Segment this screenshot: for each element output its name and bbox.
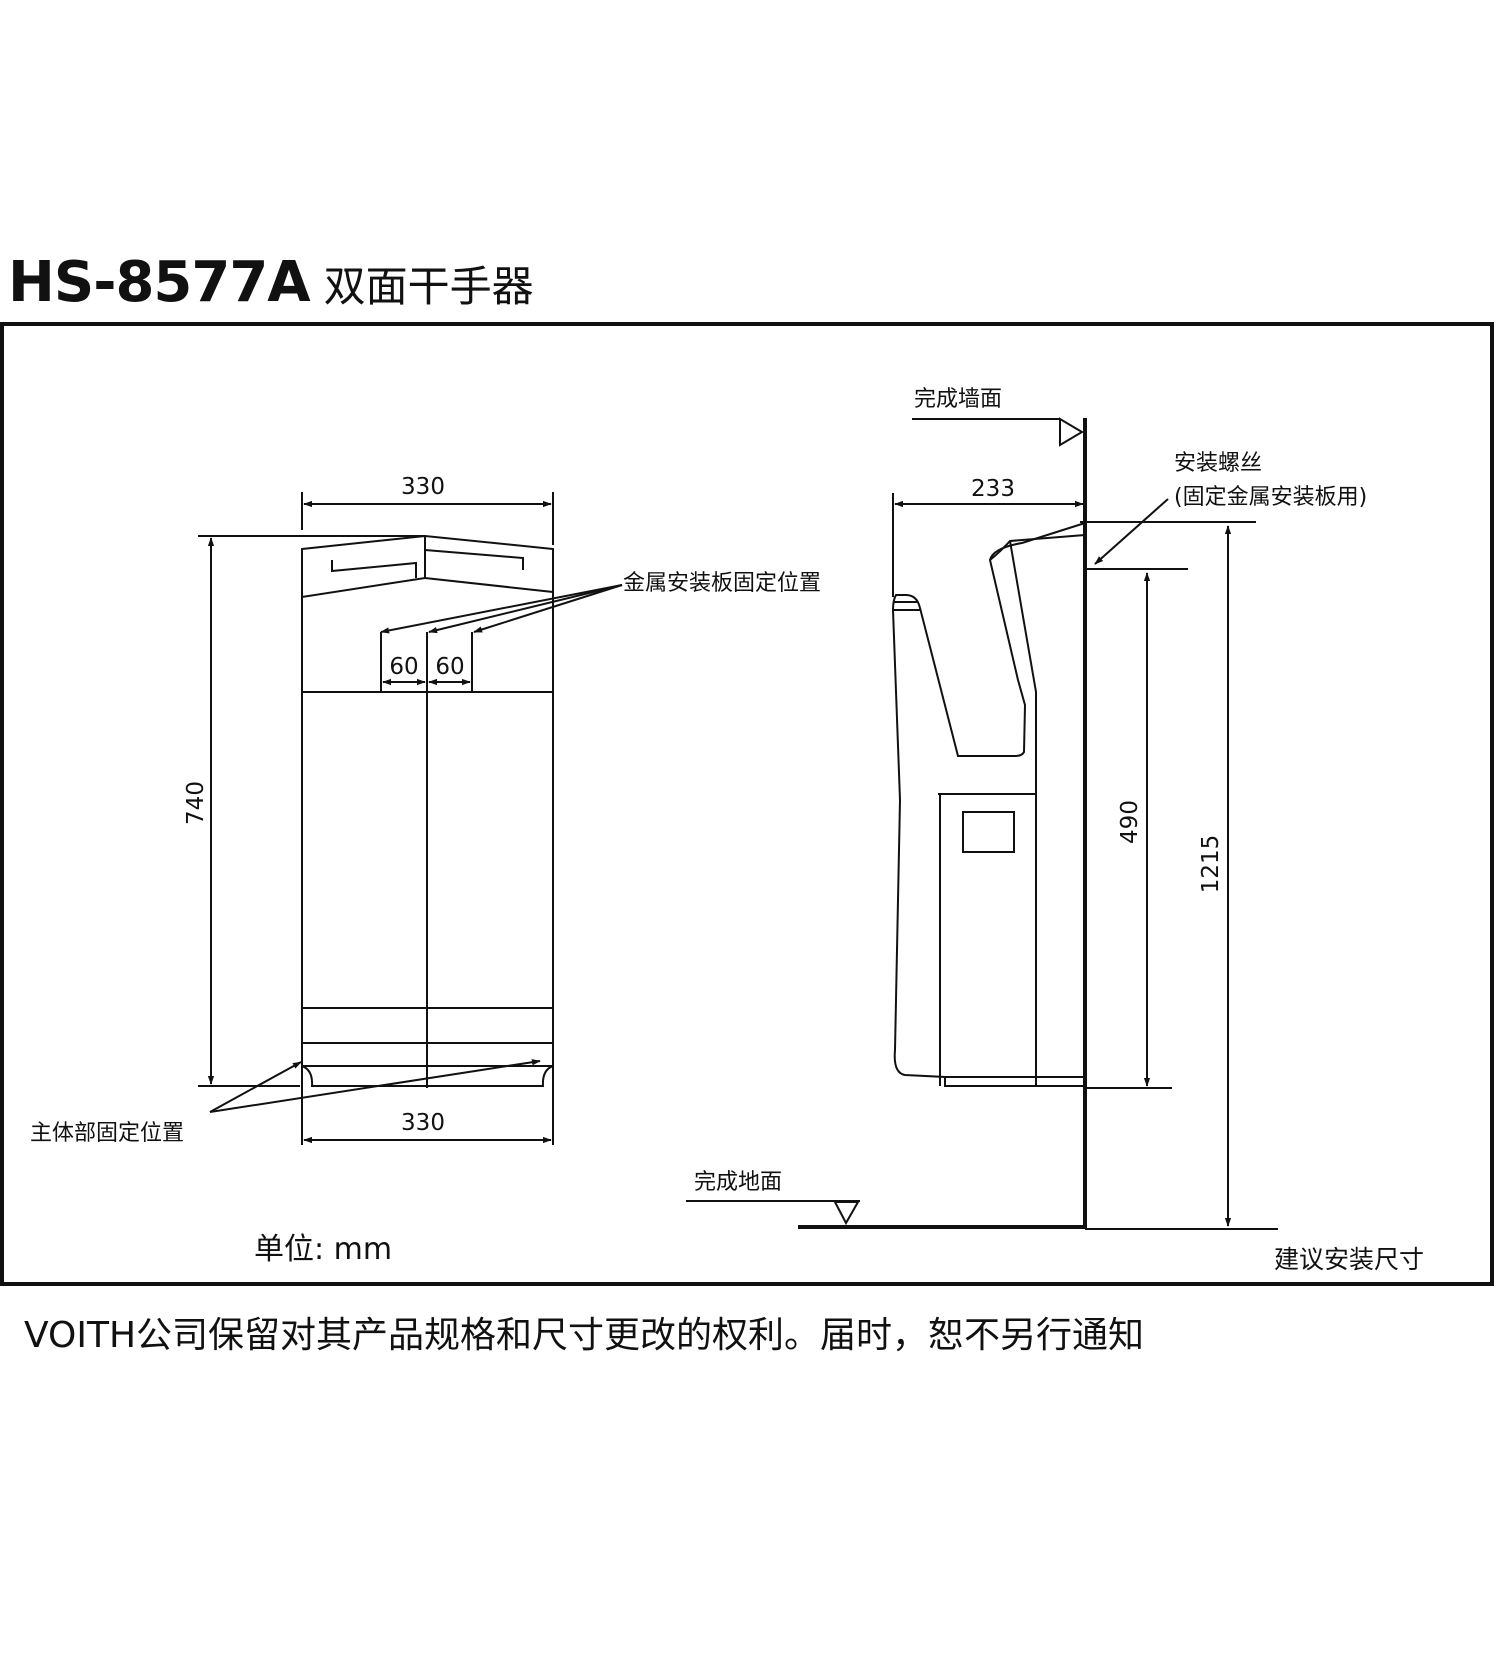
wall-datum-triangle [1059,417,1084,447]
front-top-width-label: 330 [401,474,445,500]
front-top-cap [301,534,554,599]
wall-label: 完成墙面 [914,387,1002,412]
side-view [686,417,1278,1230]
mount-leader-left [380,584,623,634]
body-fix-label: 主体部固定位置 [30,1121,184,1146]
front-offset-left-label: 60 [389,654,418,680]
screw-height-label: 490 [1117,800,1143,844]
side-depth-label: 233 [971,476,1015,502]
dryer-inner-contour [1009,540,1037,800]
install-height-label: 1215 [1198,835,1224,894]
front-offset-right-label: 60 [435,654,464,680]
screw-leader [1094,498,1169,565]
install-note-label: 建议安装尺寸 [1274,1245,1424,1274]
mount-plate-label: 金属安装板固定位置 [623,571,821,596]
body-fix-leader-left [209,1061,302,1113]
drawing-frame [0,322,1494,1286]
floor-datum-triangle [833,1201,860,1226]
front-top-cap-inner-right [424,549,524,570]
front-view [198,492,623,1145]
product-name: 双面干手器 [323,262,534,311]
dryer-display-panel [962,811,1015,853]
model-number: HS-8577A [8,250,311,315]
screw-label-line1: 安装螺丝 [1174,451,1262,476]
front-drip-tray [301,1065,554,1087]
front-bottom-width-label: 330 [401,1110,445,1136]
dryer-side-outline [891,522,1086,1087]
front-top-cap-inner-left [331,560,417,578]
screw-label-line2: (固定金属安装板用) [1174,485,1367,510]
unit-label: 单位: mm [254,1232,392,1267]
mount-leader-right [473,584,623,633]
disclaimer-text: VOITH公司保留对其产品规格和尺寸更改的权利。届时，恕不另行通知 [24,1315,1145,1356]
body-fix-leader-right [209,1059,541,1113]
floor-label: 完成地面 [694,1170,782,1195]
dryer-top-edge [989,534,1086,561]
mount-leader-center [428,584,623,634]
front-height-label: 740 [183,781,209,825]
